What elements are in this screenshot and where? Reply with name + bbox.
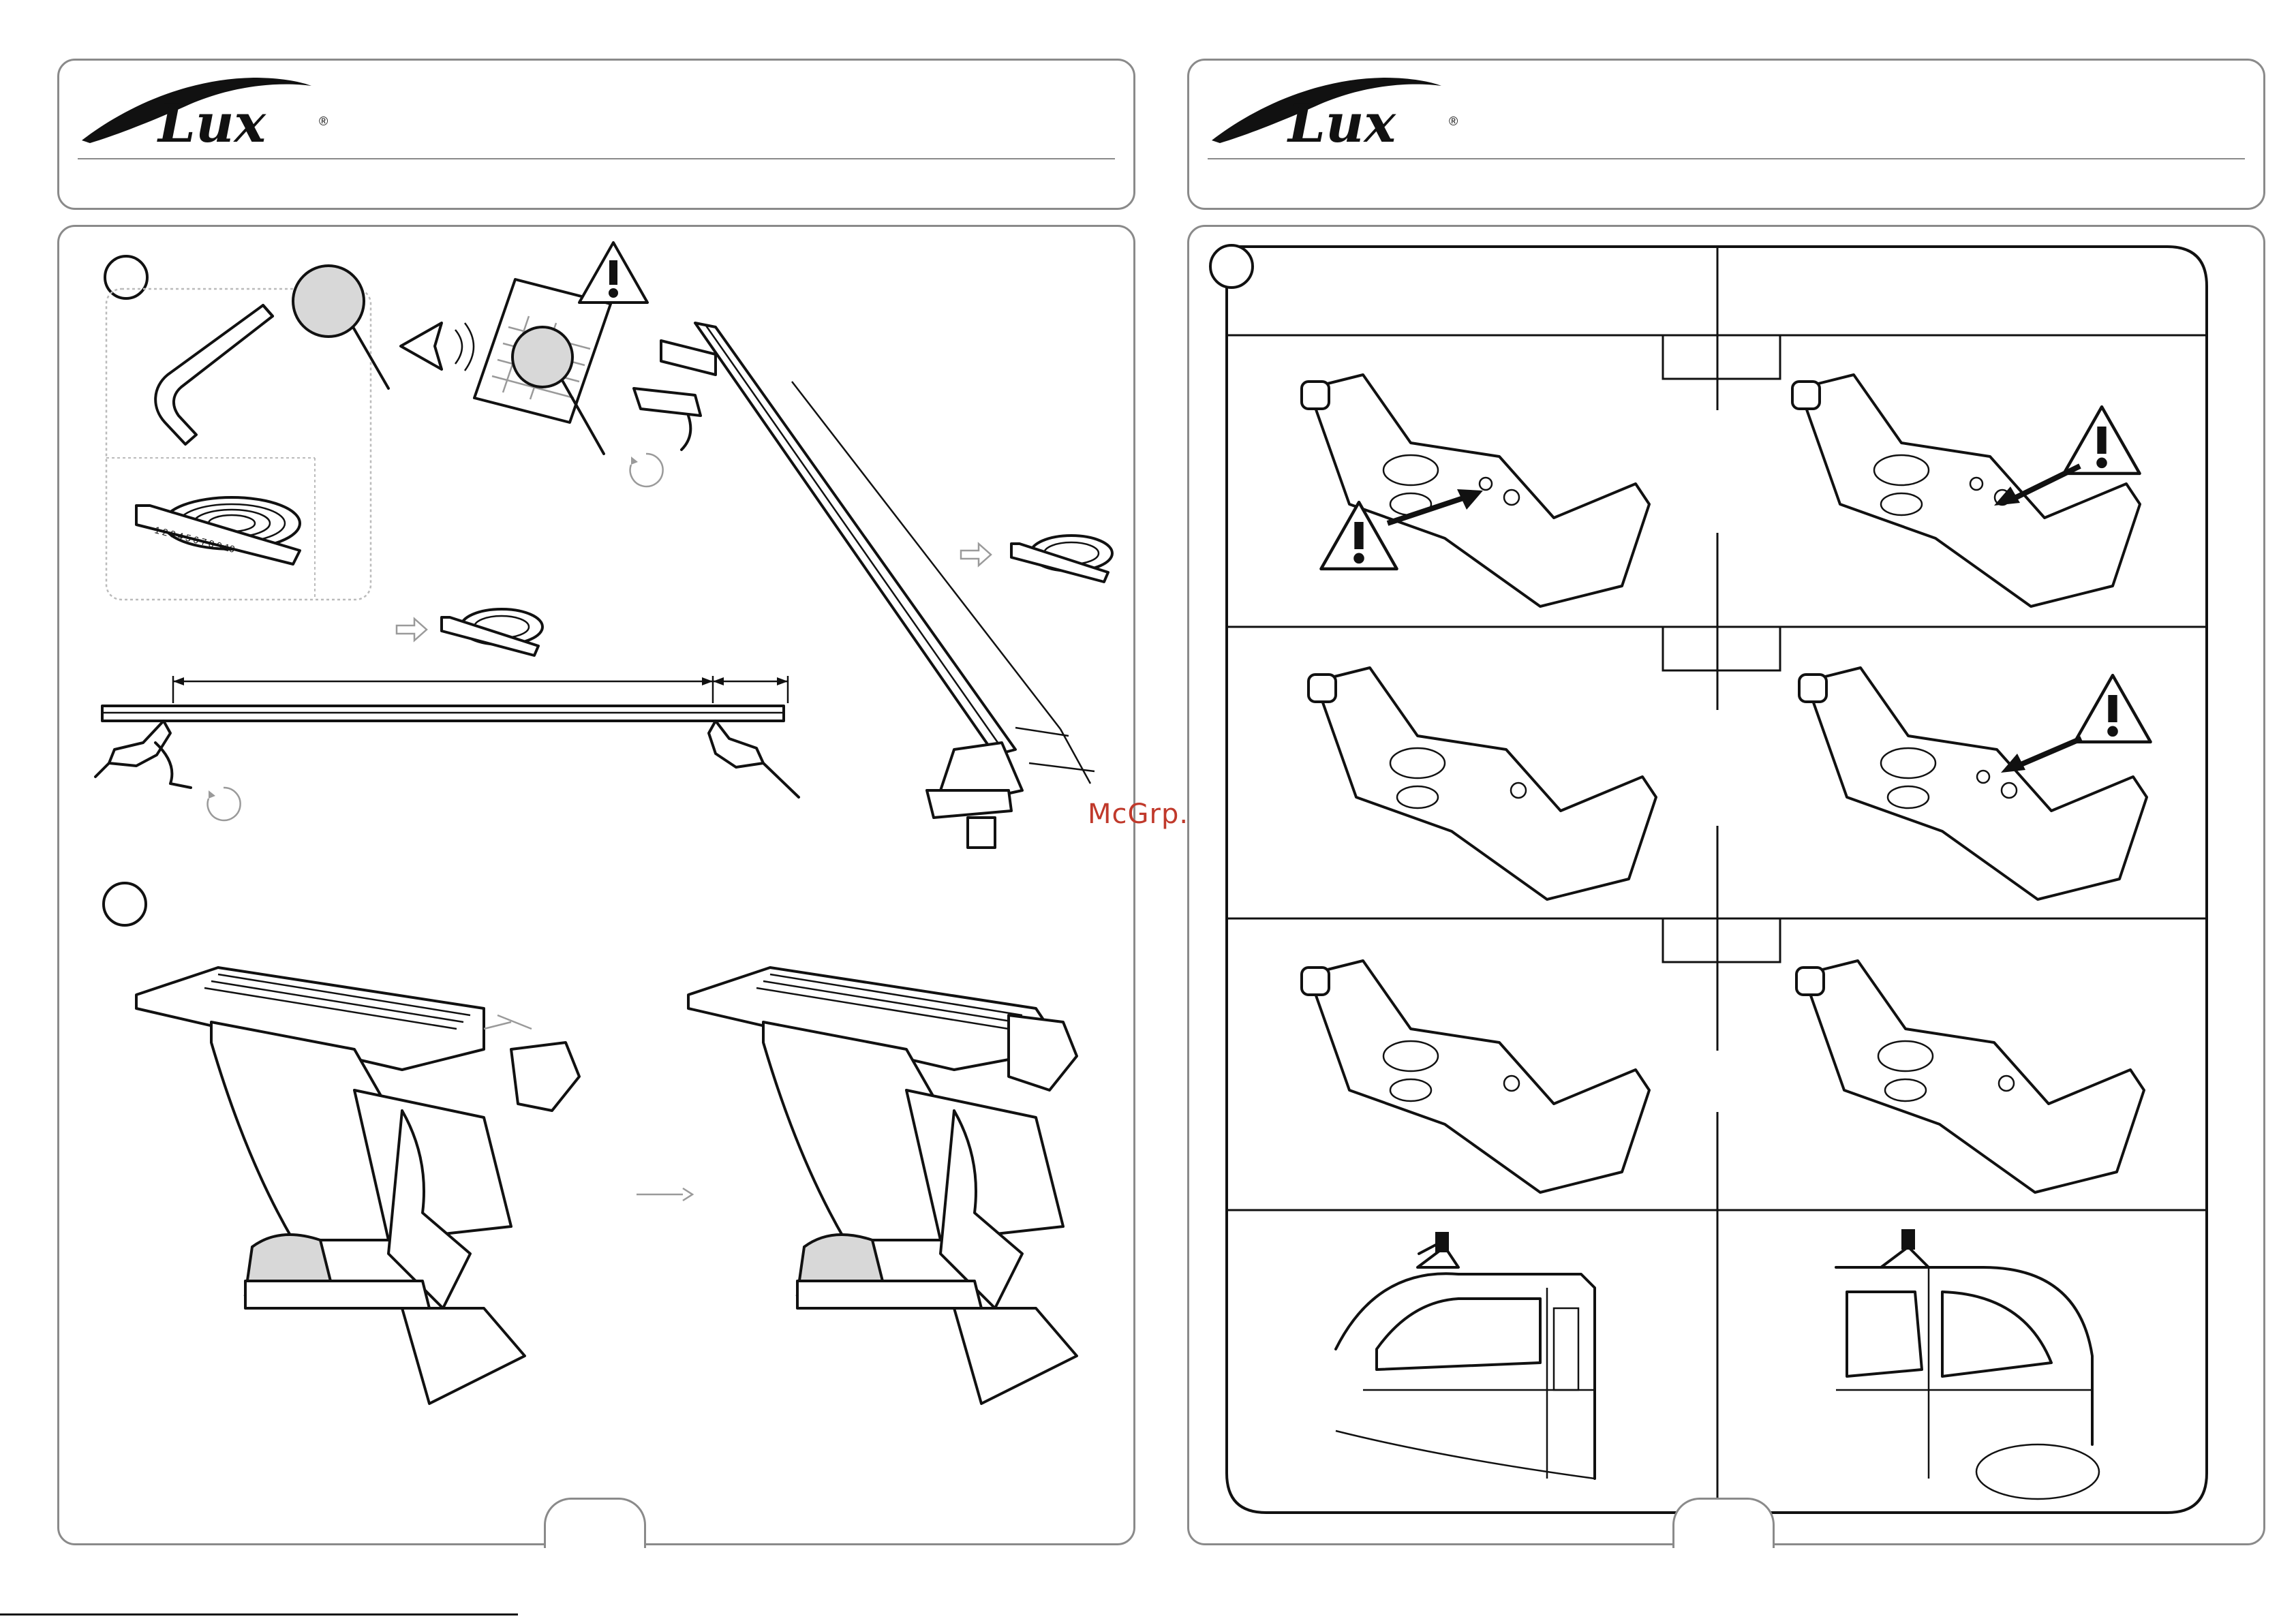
left-header-rule	[78, 158, 1115, 159]
tape-measure-icon: 1 2 3 4 5 6 7 8 9 10	[129, 485, 307, 574]
right-lux-logo: Lux ®	[1206, 72, 1465, 147]
left-lux-logo: Lux ®	[76, 72, 335, 147]
roof-bar-diagonal-view	[613, 313, 1104, 859]
registered-mark: ®	[319, 114, 328, 128]
allen-key-icon	[120, 298, 284, 462]
car-rear-door-view	[1833, 1226, 2106, 1485]
right-header-rule	[1208, 158, 2245, 159]
step-marker-2	[102, 882, 147, 927]
magnifier-icon	[286, 259, 409, 395]
logo-text: Lux	[157, 93, 267, 155]
bracket-variant-3a	[1295, 947, 1649, 1192]
indicator-arrow	[1997, 733, 2085, 774]
indicator-arrow	[1383, 488, 1486, 529]
bracket-variant-2a	[1302, 654, 1656, 899]
rotate-icon	[626, 450, 667, 491]
left-page-number-tab	[544, 1498, 646, 1548]
rotate-icon	[203, 784, 244, 824]
registered-mark: ®	[1449, 114, 1458, 128]
foot-with-endcap-after	[682, 954, 1118, 1431]
logo-text: Lux	[1287, 93, 1397, 155]
foot-with-endcap-before	[129, 954, 647, 1431]
right-page-number-tab	[1672, 1498, 1775, 1548]
warning-icon	[577, 240, 650, 305]
arrow-icon	[395, 617, 429, 642]
indicator-arrow	[1990, 461, 2085, 508]
car-front-door-view	[1336, 1226, 1622, 1485]
bracket-variant-3b	[1790, 947, 2144, 1192]
step-marker-3	[1209, 244, 1254, 289]
bracket-variant-1b	[1786, 361, 2140, 606]
tape-measure-icon	[436, 600, 545, 661]
bottom-rule	[0, 1613, 518, 1616]
